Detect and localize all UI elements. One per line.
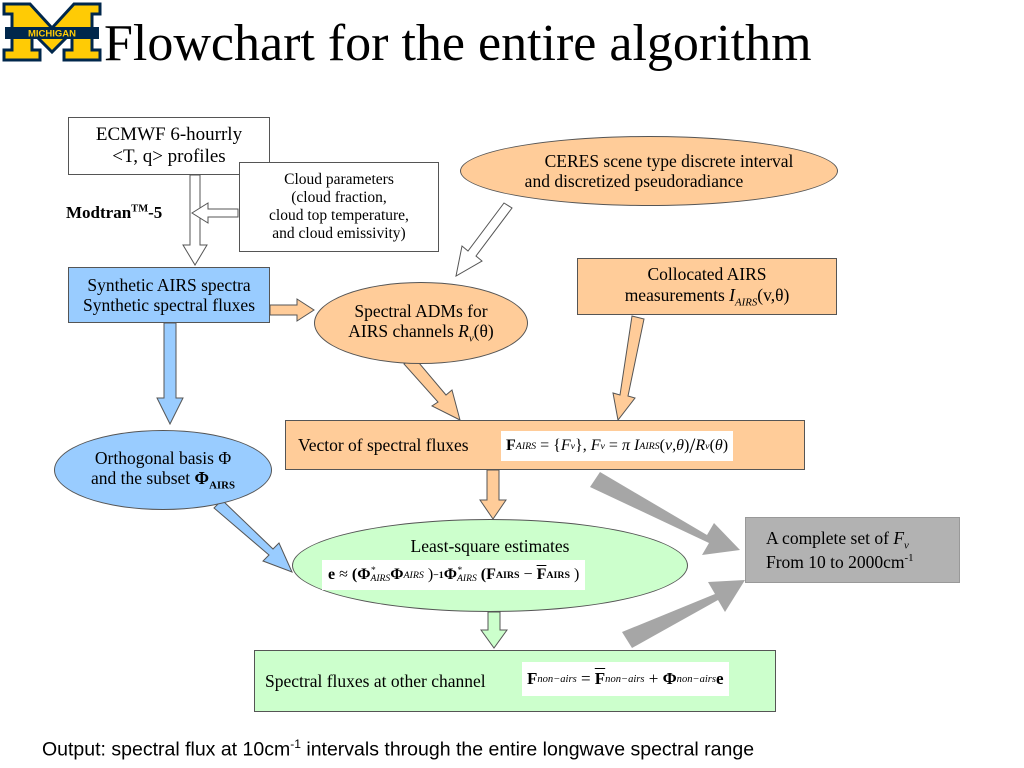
orthogonal-line-2: and the subset ΦAIRS xyxy=(91,468,235,492)
ceres-line-2: and discretized pseudoradiance xyxy=(524,171,744,191)
arrow-adm-to-vector xyxy=(403,356,461,421)
arrow-ceres-to-adm xyxy=(455,202,513,277)
orthogonal-sub: AIRS xyxy=(209,479,235,492)
collocated-prefix: measurements xyxy=(624,284,730,305)
output-prefix: Output: spectral flux at 10cm xyxy=(42,738,291,761)
modtran-name: Modtran xyxy=(66,203,132,222)
orthogonal-line-1: Orthogonal basis Φ xyxy=(94,447,232,468)
ceres-ellipse: CERES scene type discrete interval and d… xyxy=(460,136,838,206)
cloud-line-1: Cloud parameters xyxy=(284,171,394,189)
adm-suffix: (θ) xyxy=(473,321,494,342)
collocated-sub: AIRS xyxy=(735,296,758,309)
cloud-parameters-box: Cloud parameters (cloud fraction, cloud … xyxy=(239,162,439,252)
ecmwf-line-2: <T, q> profiles xyxy=(112,146,226,167)
adm-line-1: Spectral ADMs for xyxy=(354,300,488,321)
orthogonal-basis-ellipse: Orthogonal basis Φ and the subset ΦAIRS xyxy=(54,430,272,510)
synthetic-line-2: Synthetic spectral fluxes xyxy=(82,295,256,315)
output-caption: Output: spectral flux at 10cm-1 interval… xyxy=(42,737,754,762)
collocated-line-1: Collocated AIRS xyxy=(647,264,767,285)
adm-symbol-r: R xyxy=(458,321,469,342)
modtran-tm: TM xyxy=(131,203,149,215)
other-label: Spectral fluxes at other channel xyxy=(265,670,486,691)
least-square-label: Least-square estimates xyxy=(410,536,570,556)
collocated-symbol-i: I xyxy=(729,284,735,305)
modtran-label: ModtranTM-5 xyxy=(66,203,162,223)
complete-line-1: A complete set of Fv xyxy=(766,528,909,552)
logo-text: MICHIGAN xyxy=(28,29,76,40)
arrow-vector-to-leastsquare xyxy=(479,469,507,520)
collocated-airs-box: Collocated AIRS measurements IAIRS(v,θ) xyxy=(577,258,837,315)
cloud-line-3: cloud top temperature, xyxy=(269,207,409,224)
complete-line-2: From 10 to 2000cm-1 xyxy=(766,552,914,572)
michigan-logo: MICHIGAN xyxy=(2,2,102,62)
arrow-collocated-to-vector xyxy=(612,315,645,422)
arrow-synthetic-to-orthogonal xyxy=(156,322,184,426)
output-sup: -1 xyxy=(290,737,301,751)
logo-banner xyxy=(5,27,99,39)
adm-line-2: AIRS channels Rv(θ) xyxy=(348,321,493,345)
complete-prefix: A complete set of xyxy=(766,527,894,548)
collocated-line-2: measurements IAIRS(v,θ) xyxy=(625,285,790,309)
complete-set-box: A complete set of Fv From 10 to 2000cm-1 xyxy=(745,517,960,583)
ecmwf-line-1: ECMWF 6-hourrly xyxy=(95,124,243,146)
cloud-line-2: (cloud fraction, xyxy=(291,189,387,207)
collocated-suffix: (v,θ) xyxy=(757,284,790,305)
arrow-ecmwf-to-synthetic xyxy=(182,174,208,266)
orthogonal-symbol: Φ xyxy=(194,468,210,489)
ceres-line-1: CERES scene type discrete interval xyxy=(544,150,794,171)
arrow-other-to-complete xyxy=(622,580,745,648)
output-suffix: intervals through the entire longwave sp… xyxy=(300,738,755,761)
synthetic-line-1: Synthetic AIRS spectra xyxy=(87,274,251,295)
arrow-leastsquare-to-other xyxy=(480,611,508,649)
complete-line-2-prefix: From 10 to 2000cm xyxy=(766,551,905,572)
complete-sup: -1 xyxy=(904,552,914,565)
cloud-line-4: and cloud emissivity) xyxy=(272,224,406,242)
orthogonal-prefix: and the subset xyxy=(91,468,195,489)
ecmwf-profiles-box: ECMWF 6-hourrly <T, q> profiles xyxy=(68,117,270,175)
page-title: Flowchart for the entire algorithm xyxy=(104,15,812,72)
synthetic-spectra-box: Synthetic AIRS spectra Synthetic spectra… xyxy=(68,267,270,323)
arrow-orthogonal-to-leastsquare xyxy=(213,499,293,573)
complete-symbol-f: F xyxy=(893,527,905,548)
complete-sub: v xyxy=(904,539,909,552)
modtran-suffix: -5 xyxy=(148,203,163,222)
arrow-cloud-to-modtran xyxy=(191,202,239,224)
adm-line-2-prefix: AIRS channels xyxy=(348,321,459,342)
arrow-vector-to-complete xyxy=(590,472,740,555)
vector-label: Vector of spectral fluxes xyxy=(298,434,469,455)
arrow-synthetic-to-adm xyxy=(269,298,315,322)
adm-sub: v xyxy=(468,332,474,345)
spectral-adm-ellipse: Spectral ADMs for AIRS channels Rv(θ) xyxy=(314,282,528,364)
